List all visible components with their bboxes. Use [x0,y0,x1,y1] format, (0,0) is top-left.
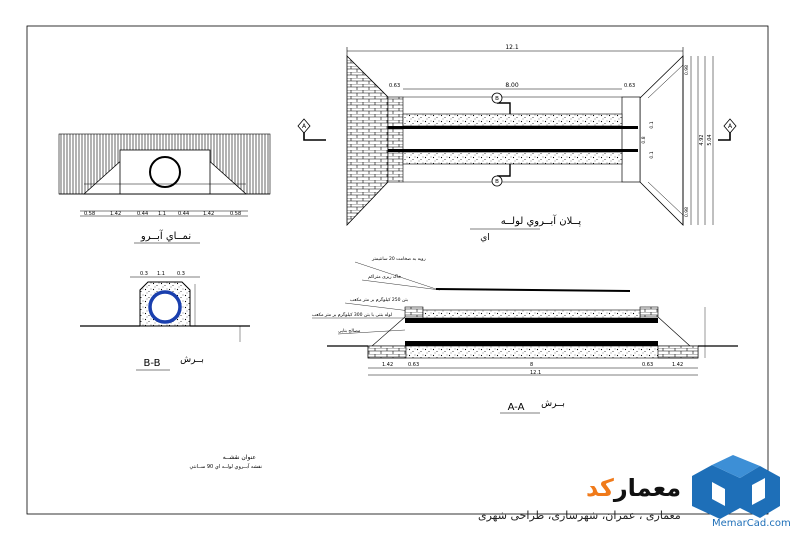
elev-dim-4: 0.44 [178,211,189,217]
elevation-title: نمــاي آبــرو [140,229,191,242]
title-block-value: نقشه آبــروي لولــه اي 90 ســانتي [190,463,262,470]
section-marker-a-right: A [718,118,737,141]
svg-text:A: A [302,123,307,130]
aa-note-0: رویه به ضخامت 20 سانتیمتر [371,256,426,262]
plan-right-offset: 0.63 [624,83,635,89]
bb-title-prefix: بــرش [180,355,204,365]
plan-dim-b: 0.8 [641,136,647,143]
aa-dim-0: 1.42 [382,362,393,368]
plan-title-2: اي [480,233,490,243]
plan-dim-c2: 0.1 [649,151,655,158]
memarcad-logo-icon [692,455,780,519]
aa-dim-3: 0.63 [642,362,653,368]
aa-dim-2: 8 [530,362,533,368]
section-marker-a-left: A [297,118,326,141]
aa-title: A-A [508,402,525,413]
section-marker-b-bottom: B [491,164,511,187]
elev-dim-3: 1.1 [158,211,166,217]
bb-dim-0: 0.3 [140,271,148,277]
section-aa: رویه به ضخامت 20 سانتیمتر خاک ریزی متراک… [312,256,738,414]
logo-url[interactable]: MemarCad.com [712,518,791,529]
title-block-label: عنوان نقشــه [223,454,256,461]
aa-note-3: لوله بتنی با بتن 300 کیلوگرم بر متر مکعب [312,311,392,318]
sheet-border [26,25,769,515]
section-bb: 0.3 1.1 0.3 بــرش B-B [80,271,250,371]
bb-dim-2: 0.3 [177,271,185,277]
logo-wordmark: معمارکد [586,474,681,502]
plan-dim-c: 0.1 [649,121,655,128]
elevation-view: 0.58 1.42 0.44 1.1 0.44 1.42 0.58 نمــاي… [58,133,271,244]
elev-dim-5: 1.42 [203,211,214,217]
svg-text:A: A [728,123,733,130]
aa-title-prefix: بــرش [541,399,565,409]
plan-width-dim2: 5.04 [707,134,713,145]
aa-note-4: مصالح بنایی [338,329,361,334]
svg-text:B: B [495,179,499,185]
elev-dim-6: 0.58 [230,211,241,217]
aa-dim-1: 0.63 [408,362,419,368]
plan-dim-a2: 0.98 [684,207,690,217]
logo-part1: معمار [613,474,682,502]
aa-dim-total: 12.1 [530,370,541,376]
plan-dim-a: 0.98 [684,65,690,75]
aa-note-2: بتن 250 کیلوگرم بر متر مکعب [350,296,408,303]
bb-dim-1: 1.1 [157,271,165,277]
plan-view: 12.1 8.00 0.63 0.63 4.92 5.04 0.98 0.98 … [297,44,737,243]
elev-dim-0: 0.58 [84,211,95,217]
elev-dim-1: 1.42 [110,211,121,217]
plan-title: پــلان آبــروي لولــه [501,214,582,227]
plan-left-offset: 0.63 [389,83,400,89]
logo-part2: کد [586,474,614,502]
logo-subtitle: معماری ، عمران، شهرسازی، طراحی شهری [478,509,681,522]
plan-pipe-length: 8.00 [505,82,519,89]
plan-overall-dim: 12.1 [505,44,519,51]
plan-width-dim: 4.92 [699,134,705,145]
svg-text:B: B [495,96,499,102]
bb-title: B-B [144,358,161,369]
section-marker-b-top: B [491,92,511,114]
aa-note-1: خاک ریزی متراکم [368,274,401,280]
aa-dim-4: 1.42 [672,362,683,368]
elev-dim-2: 0.44 [137,211,148,217]
